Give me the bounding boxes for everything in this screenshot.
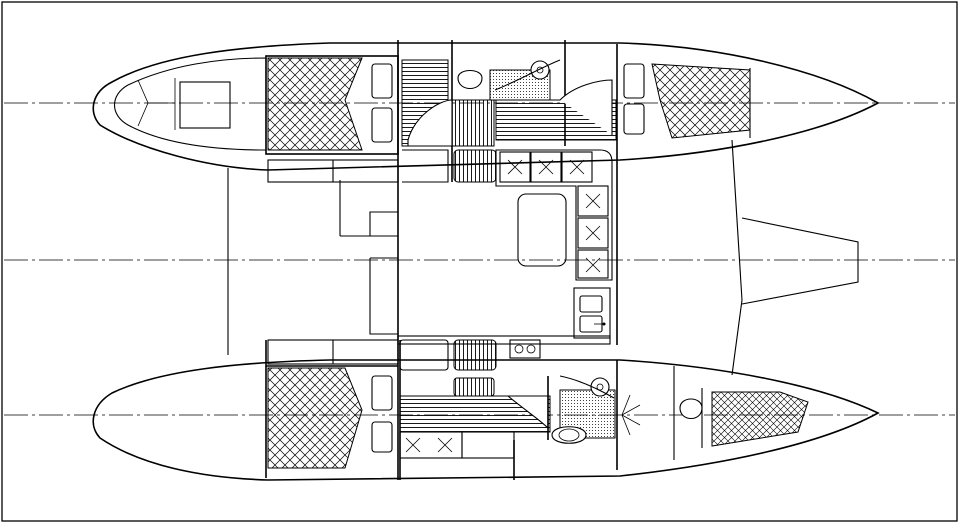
bottom-right-cabin	[621, 366, 809, 460]
bottom-head	[547, 360, 618, 470]
salon-seats	[499, 151, 609, 279]
salon	[397, 149, 618, 480]
top-left-cabin	[265, 55, 399, 183]
bottom-hull	[92, 339, 880, 481]
top-hull	[92, 40, 880, 183]
bridge-deck	[227, 139, 859, 376]
salon-table	[517, 193, 567, 267]
bottom-passage	[399, 339, 551, 480]
top-head	[457, 40, 566, 146]
top-right-cabin	[623, 63, 751, 139]
top-hull-forward-cabin	[113, 57, 267, 151]
bottom-left-cabin	[266, 339, 399, 469]
top-mid-cabin	[495, 44, 618, 158]
top-passage	[397, 40, 497, 183]
